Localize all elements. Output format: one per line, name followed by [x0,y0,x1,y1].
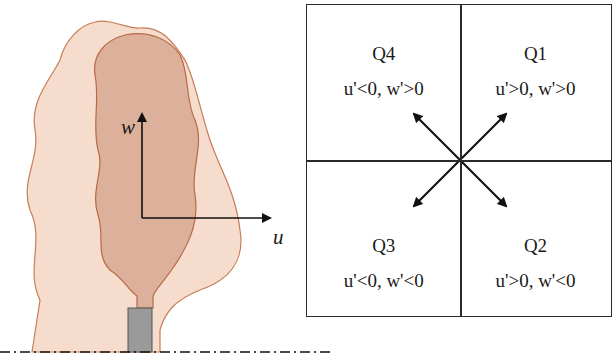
quadrant-cell: Q4 u'<0, w'>0 [306,4,462,162]
u-axis [142,217,270,219]
quadrant-cell: Q1 u'>0, w'>0 [460,4,612,162]
quadrant-condition: u'>0, w'>0 [496,78,576,100]
quadrant-name: Q4 [372,43,395,65]
quadrant-name: Q2 [524,235,547,257]
quadrant-name: Q1 [524,43,547,65]
inner-plume [95,34,199,308]
outer-plume [27,21,241,352]
quadrant-condition: u'<0, w'>0 [344,78,424,100]
quadrant-cell: Q2 u'>0, w'<0 [460,160,612,317]
centerline [0,351,330,352]
nozzle [128,308,152,352]
w-axis [141,114,143,218]
u-axis-label: u [273,226,284,248]
quadrant-condition: u'>0, w'<0 [496,270,576,292]
quadrant-name: Q3 [372,235,395,257]
quadrant-condition: u'<0, w'<0 [344,270,424,292]
quadrant-cell: Q3 u'<0, w'<0 [306,160,462,317]
w-axis-label: w [121,116,135,138]
